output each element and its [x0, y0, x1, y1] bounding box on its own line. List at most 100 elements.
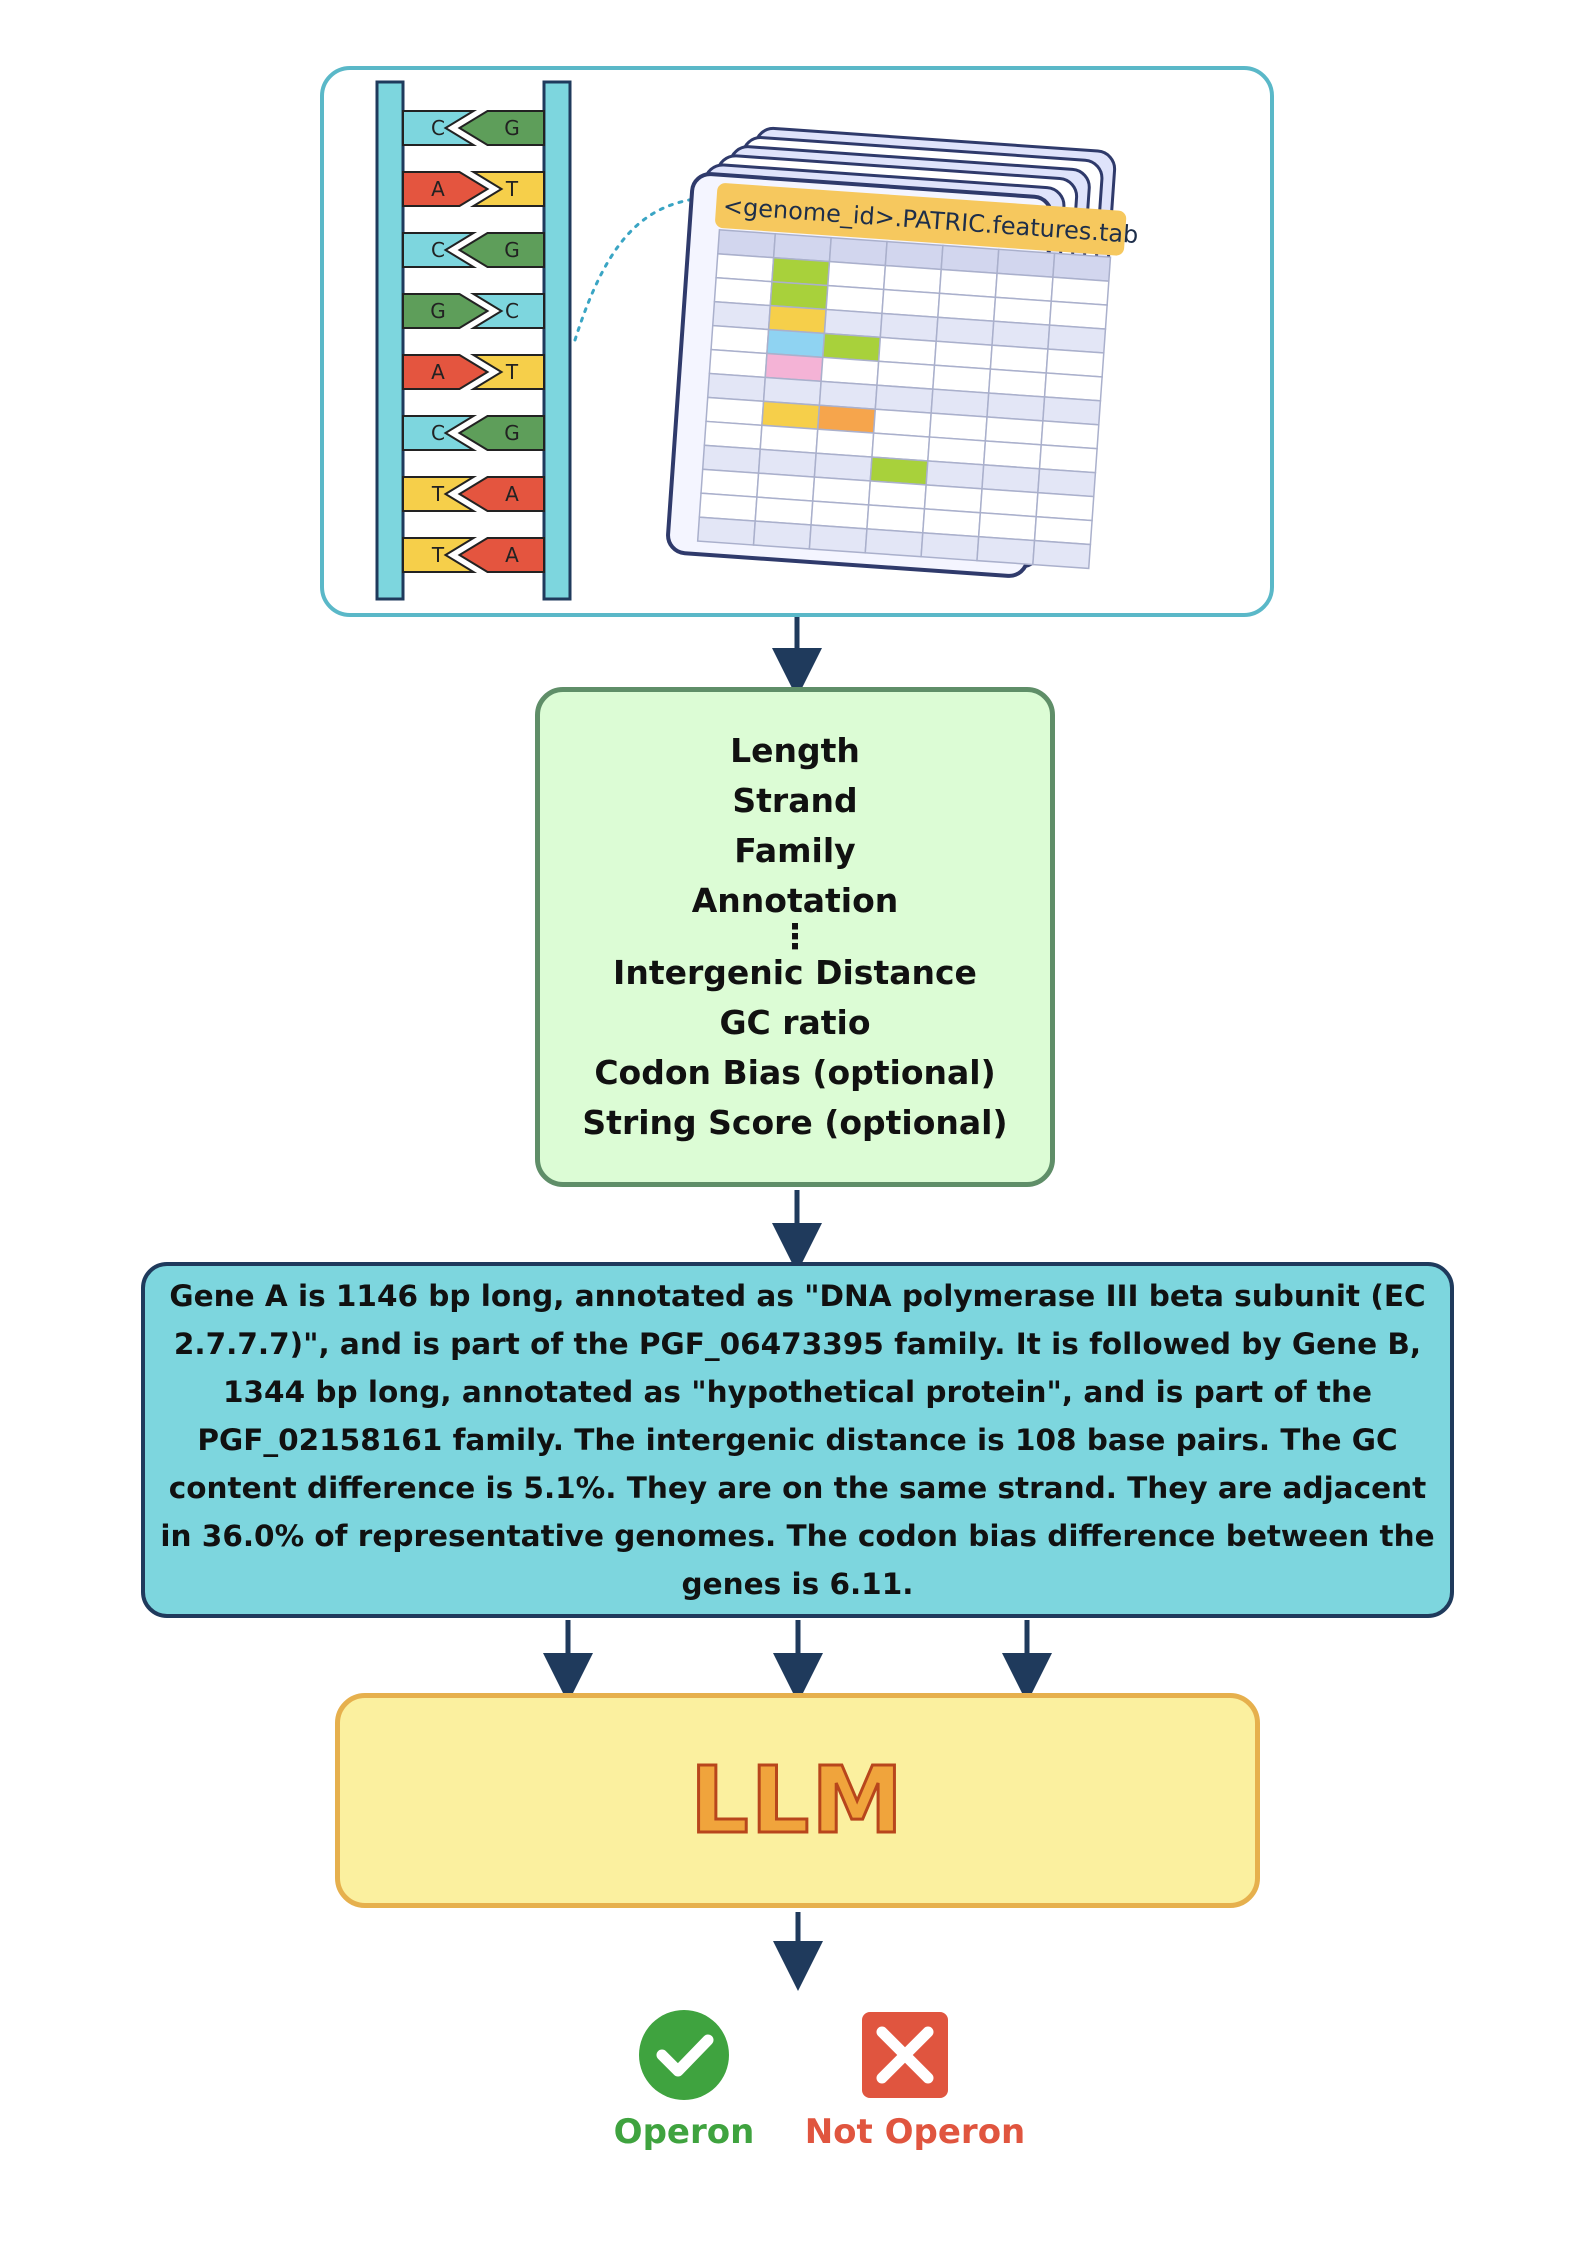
- file-name-banner: [715, 183, 1127, 256]
- grid-cell: [884, 240, 944, 271]
- grid-cell: [869, 456, 929, 486]
- grid-cell: [823, 308, 883, 339]
- grid-cell: [866, 504, 926, 534]
- base-letter-left: T: [431, 482, 445, 506]
- grid-cell: [923, 484, 983, 514]
- grid-cell: [813, 452, 873, 482]
- grid-cell: [772, 232, 832, 263]
- base-left: [402, 415, 478, 451]
- feature-string-score: String Score (optional): [582, 1103, 1008, 1142]
- grid-cell: [864, 528, 924, 558]
- grid-cell: [820, 356, 880, 387]
- grid-cell: [987, 368, 1048, 398]
- grid-cell: [1043, 372, 1103, 402]
- grid-cell: [1047, 324, 1107, 354]
- grid-cell: [1032, 539, 1092, 570]
- base-letter-left: A: [431, 360, 445, 384]
- grid-cell: [766, 328, 826, 359]
- grid-cell: [927, 436, 987, 466]
- grid-cell: [921, 508, 982, 538]
- base-letter-right: A: [505, 482, 519, 506]
- grid-cell: [986, 392, 1046, 422]
- grid-cell: [876, 360, 936, 390]
- grid-cell: [828, 236, 888, 267]
- base-letter-right: C: [505, 299, 519, 323]
- base-left: [402, 354, 490, 390]
- grid-cell: [874, 384, 934, 414]
- base-left: [402, 110, 478, 146]
- operon-label: Operon: [613, 2112, 755, 2152]
- base-right: [469, 293, 545, 329]
- grid-cell: [769, 280, 829, 311]
- grid-cell: [818, 380, 878, 410]
- base-letter-left: G: [430, 299, 446, 323]
- grid-cell: [932, 364, 992, 394]
- grid-cell: [977, 511, 1038, 542]
- base-letter-right: G: [504, 421, 520, 445]
- grid-cell: [757, 448, 817, 478]
- base-left: [402, 476, 478, 512]
- grid-cell: [979, 487, 1039, 518]
- grid-cell: [1045, 348, 1105, 378]
- grid-cell: [764, 352, 824, 383]
- base-left: [402, 537, 478, 573]
- grid-cell: [879, 312, 939, 343]
- not-operon-label: Not Operon: [804, 2112, 1026, 2152]
- llm-label: LLM: [689, 1746, 905, 1856]
- feature-intergenic-distance: Intergenic Distance: [613, 953, 977, 992]
- grid-cell: [882, 264, 943, 295]
- grid-cell: [705, 396, 765, 427]
- base-right: [457, 110, 545, 146]
- grid-cell: [815, 428, 875, 458]
- grid-cell: [1037, 467, 1097, 498]
- grid-cell: [811, 476, 872, 506]
- grid-cell: [1052, 252, 1112, 282]
- feature-gc-ratio: GC ratio: [719, 1003, 871, 1042]
- base-letter-right: G: [504, 116, 520, 140]
- base-right: [457, 537, 545, 573]
- grid-cell: [701, 444, 762, 474]
- grid-cell: [925, 460, 985, 490]
- grid-cell: [1042, 396, 1102, 426]
- grid-cell: [940, 244, 1000, 275]
- base-right: [457, 415, 545, 451]
- grid-cell: [935, 316, 995, 346]
- llm-box: LLM: [335, 1693, 1260, 1908]
- feature-family: Family: [734, 831, 856, 870]
- grid-cell: [816, 404, 877, 434]
- base-left: [402, 232, 478, 268]
- base-right: [469, 354, 545, 390]
- grid-cell: [771, 256, 831, 287]
- grid-cell: [1050, 276, 1110, 306]
- grid-cell: [1048, 300, 1108, 330]
- grid-cell: [994, 272, 1054, 302]
- grid-cell: [821, 332, 882, 363]
- feature-length: Length: [730, 731, 860, 770]
- grid-cell: [756, 472, 816, 502]
- grid-cell: [981, 464, 1041, 494]
- grid-cell: [938, 268, 998, 299]
- feature-table-stack: <genome_id>.PATRIC.features.tab: [666, 126, 1139, 578]
- feature-codon-bias: Codon Bias (optional): [594, 1053, 996, 1092]
- base-right: [469, 171, 545, 207]
- gene-pair-description-box: Gene A is 1146 bp long, annotated as "DN…: [141, 1262, 1454, 1618]
- grid-cell: [867, 480, 927, 510]
- grid-cell: [696, 516, 757, 546]
- grid-cell: [761, 400, 821, 430]
- base-left: [402, 293, 490, 329]
- base-letter-left: C: [431, 421, 445, 445]
- grid-cell: [928, 412, 988, 442]
- grid-cell: [1035, 491, 1095, 522]
- grid-cell: [933, 340, 993, 370]
- grid-cell: [1038, 444, 1098, 474]
- grid-cell: [1040, 420, 1100, 450]
- grid-cell: [754, 496, 814, 526]
- grid-cell: [759, 424, 819, 454]
- check-circle-icon: [639, 2010, 729, 2100]
- grid-cell: [920, 531, 980, 562]
